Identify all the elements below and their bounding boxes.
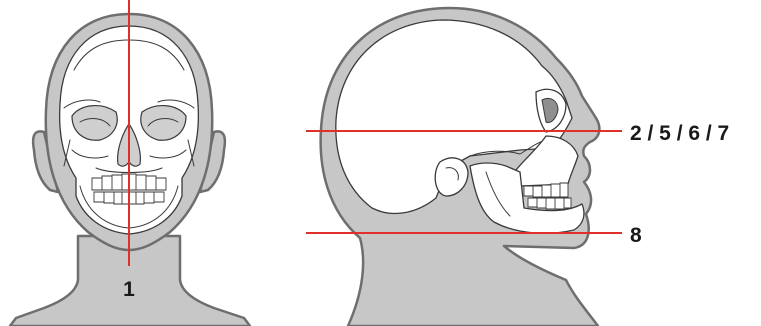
label-midsagittal: 1 — [123, 278, 135, 301]
label-horizontal-lower: 8 — [630, 224, 642, 247]
label-horizontal-upper: 2 / 5 / 6 / 7 — [630, 122, 729, 145]
side-lower-teeth — [528, 198, 571, 209]
side-view — [321, 8, 600, 326]
